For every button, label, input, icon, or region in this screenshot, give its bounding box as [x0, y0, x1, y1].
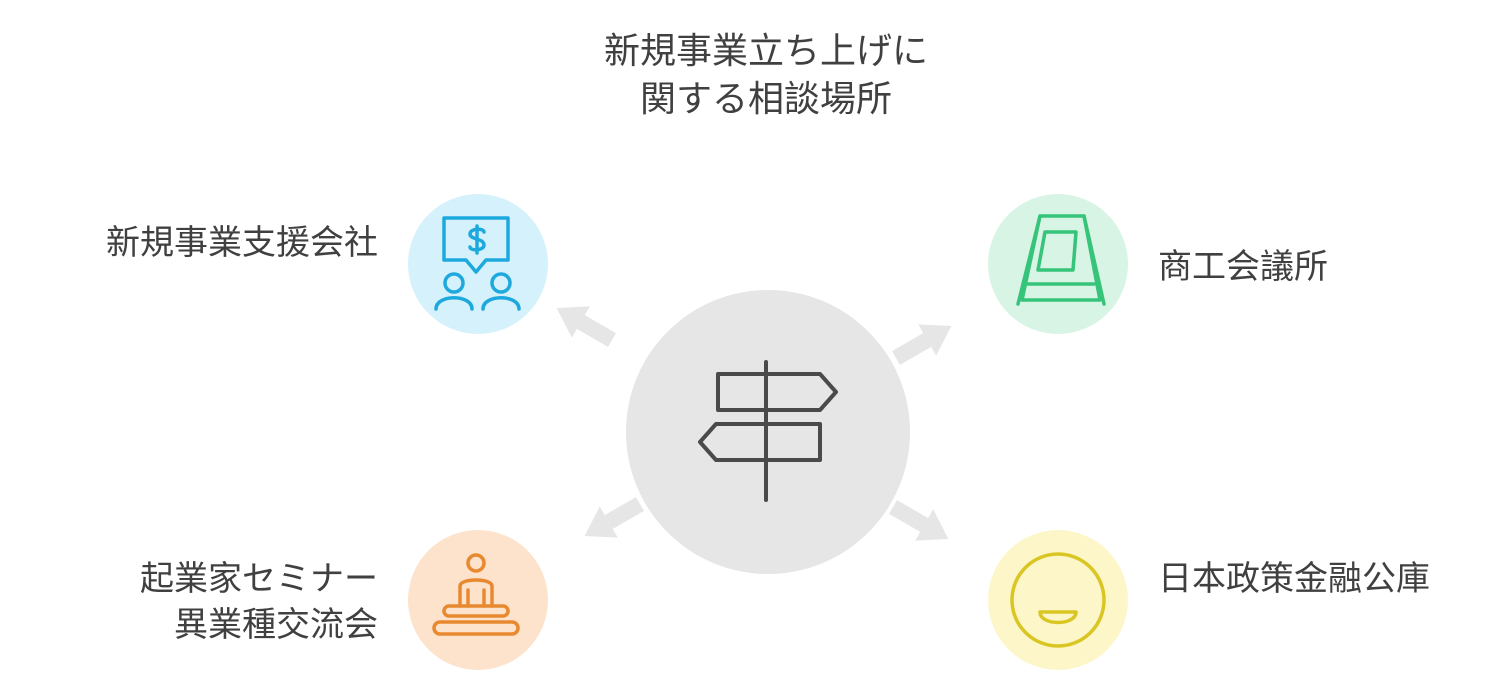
title-line-2: 関する相談場所 [639, 79, 892, 120]
node-bottom-right [988, 530, 1128, 670]
dollar-chat-people-icon [434, 216, 521, 311]
node-top-left [408, 194, 548, 334]
node-bottom-left [408, 530, 548, 670]
arrow-top-right [892, 324, 952, 365]
meditation-person-icon [432, 553, 520, 636]
arrow-top-left [556, 306, 616, 347]
sign-board-icon [1016, 214, 1106, 306]
arrow-bottom-right [889, 500, 949, 541]
diagram-title: 新規事業立ち上げに 関する相談場所 [556, 28, 976, 124]
label-top-right: 商工会議所 [1158, 247, 1328, 287]
signpost-icon [698, 360, 838, 502]
title-line-1: 新規事業立ち上げに [603, 31, 928, 72]
arrows [556, 306, 952, 541]
label-bottom-right: 日本政策金融公庫 [1158, 559, 1430, 599]
arrow-bottom-left [584, 497, 644, 538]
label-bottom-left: 起業家セミナー 異業種交流会 [140, 559, 378, 645]
smiling-face-icon [1010, 552, 1106, 648]
label-top-left: 新規事業支援会社 [106, 223, 378, 263]
